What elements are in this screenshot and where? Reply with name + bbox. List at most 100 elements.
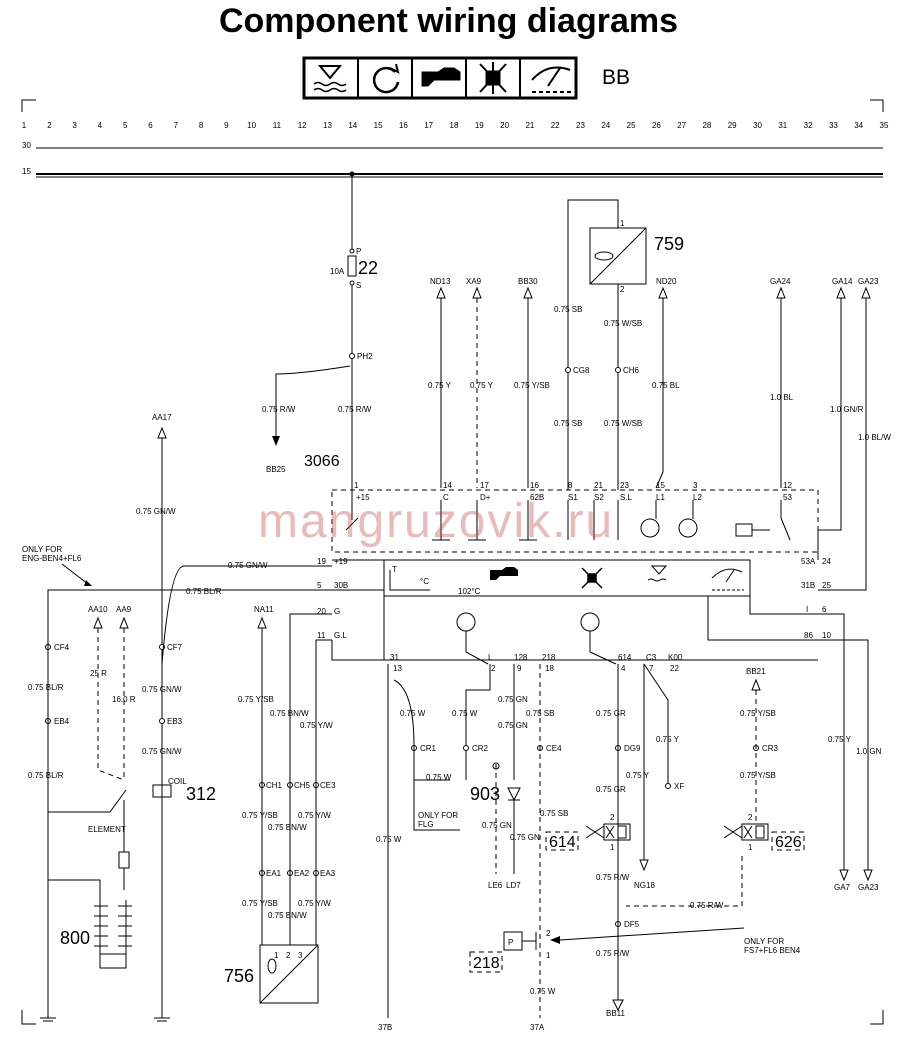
svg-text:0.75 SB: 0.75 SB bbox=[554, 305, 582, 314]
svg-text:218: 218 bbox=[473, 955, 500, 972]
svg-text:AA10: AA10 bbox=[88, 605, 108, 614]
svg-text:16: 16 bbox=[530, 481, 539, 490]
svg-text:0.75 Y: 0.75 Y bbox=[828, 735, 852, 744]
svg-text:G: G bbox=[334, 607, 340, 616]
svg-text:10A: 10A bbox=[330, 267, 345, 276]
svg-text:+15: +15 bbox=[356, 493, 370, 502]
svg-text:0.75 Y: 0.75 Y bbox=[626, 771, 650, 780]
svg-text:25: 25 bbox=[822, 581, 831, 590]
svg-text:0.75 W/SB: 0.75 W/SB bbox=[604, 419, 642, 428]
svg-text:2: 2 bbox=[286, 951, 291, 960]
svg-text:11: 11 bbox=[317, 631, 326, 640]
svg-text:0.75 BL: 0.75 BL bbox=[652, 381, 680, 390]
svg-text:19: 19 bbox=[317, 557, 326, 566]
grid-number: 2 bbox=[47, 121, 52, 130]
svg-text:5: 5 bbox=[317, 581, 322, 590]
grid-number: 15 bbox=[374, 121, 383, 130]
svg-text:53A: 53A bbox=[801, 557, 816, 566]
svg-text:0.75 SB: 0.75 SB bbox=[540, 809, 568, 818]
watermark: mangruzovik.ru bbox=[258, 495, 615, 548]
svg-text:CH5: CH5 bbox=[294, 781, 311, 790]
svg-text:12: 12 bbox=[783, 481, 792, 490]
svg-text:3: 3 bbox=[693, 481, 698, 490]
svg-text:CF4: CF4 bbox=[54, 643, 70, 652]
grid-number: 10 bbox=[247, 121, 256, 130]
control-module-3066: 1 +15 14 C 17 D+ 16 62B 8 S1 21 S2 23 S.… bbox=[317, 481, 831, 640]
svg-text:3: 3 bbox=[298, 951, 303, 960]
grid-number: 8 bbox=[199, 121, 204, 130]
relay-759: 1 2 759 bbox=[567, 199, 684, 368]
svg-text:0.75 Y/SB: 0.75 Y/SB bbox=[238, 695, 274, 704]
valve-614: 2 1 614 0.75 R/W bbox=[545, 813, 631, 882]
svg-text:626: 626 bbox=[775, 834, 802, 851]
svg-text:0.75 R/W: 0.75 R/W bbox=[338, 405, 372, 414]
wiper-fuel-gauge-icon bbox=[531, 66, 572, 93]
svg-text:0.75 W: 0.75 W bbox=[530, 987, 556, 996]
grid-number: 26 bbox=[652, 121, 661, 130]
grid-number: 35 bbox=[880, 121, 889, 130]
grid-number: 33 bbox=[829, 121, 838, 130]
svg-text:20: 20 bbox=[317, 607, 326, 616]
svg-text:XF: XF bbox=[674, 782, 684, 791]
svg-text:0.75 R/W: 0.75 R/W bbox=[596, 873, 630, 882]
svg-text:0.75 Y/SB: 0.75 Y/SB bbox=[242, 811, 278, 820]
grid-number: 13 bbox=[323, 121, 332, 130]
svg-text:31: 31 bbox=[390, 653, 399, 662]
svg-text:0.75 BN/W: 0.75 BN/W bbox=[268, 823, 307, 832]
svg-text:G.L: G.L bbox=[334, 631, 347, 640]
svg-text:0.75 BL/R: 0.75 BL/R bbox=[28, 771, 64, 780]
svg-text:0.75 Y/W: 0.75 Y/W bbox=[298, 899, 331, 908]
rail-15: 15 bbox=[22, 167, 883, 178]
svg-text:22: 22 bbox=[358, 258, 378, 278]
grid-number: 24 bbox=[601, 121, 610, 130]
svg-text:0.75 Y/SB: 0.75 Y/SB bbox=[740, 709, 776, 718]
svg-text:30B: 30B bbox=[334, 581, 348, 590]
svg-text:2: 2 bbox=[620, 285, 625, 294]
svg-text:128: 128 bbox=[514, 653, 528, 662]
svg-text:7: 7 bbox=[649, 664, 654, 673]
svg-text:C3: C3 bbox=[646, 653, 657, 662]
grid-number: 4 bbox=[98, 121, 103, 130]
svg-text:16.0 R: 16.0 R bbox=[112, 695, 136, 704]
svg-text:0.75 GN/W: 0.75 GN/W bbox=[228, 561, 268, 570]
svg-text:1.0 GN/R: 1.0 GN/R bbox=[830, 405, 864, 414]
svg-text:P: P bbox=[356, 247, 361, 256]
svg-text:0.75 R/W: 0.75 R/W bbox=[690, 901, 724, 910]
svg-text:I: I bbox=[806, 605, 808, 614]
svg-text:DG9: DG9 bbox=[624, 744, 641, 753]
svg-text:1: 1 bbox=[620, 219, 625, 228]
svg-text:1.0 BL: 1.0 BL bbox=[770, 393, 794, 402]
svg-text:0.75 GN: 0.75 GN bbox=[498, 695, 528, 704]
lower-harness: 31 13 37B 0.75 W 0.75 W CR1 0.75 W ONLY … bbox=[331, 596, 882, 1032]
svg-text:C: C bbox=[443, 493, 449, 502]
svg-text:903: 903 bbox=[470, 784, 500, 804]
svg-text:0.75 Y/W: 0.75 Y/W bbox=[300, 721, 333, 730]
svg-text:4: 4 bbox=[621, 664, 626, 673]
svg-text:GA7: GA7 bbox=[834, 883, 851, 892]
svg-text:13: 13 bbox=[393, 664, 402, 673]
svg-text:0.75 Y/W: 0.75 Y/W bbox=[298, 811, 331, 820]
fuse-22: P S 10A 22 bbox=[330, 171, 378, 354]
svg-text:1.0 BL/W: 1.0 BL/W bbox=[858, 433, 891, 442]
page-title: Component wiring diagrams bbox=[218, 2, 679, 40]
heater-800: 800 bbox=[48, 879, 132, 969]
oil-pressure-icon bbox=[490, 567, 518, 580]
svg-text:CR1: CR1 bbox=[420, 744, 437, 753]
svg-text:0.75 W: 0.75 W bbox=[452, 709, 478, 718]
svg-text:S1: S1 bbox=[568, 493, 578, 502]
svg-text:0.75 Y: 0.75 Y bbox=[428, 381, 452, 390]
svg-text:EA3: EA3 bbox=[320, 869, 336, 878]
svg-text:°C: °C bbox=[420, 577, 429, 586]
svg-text:BB11: BB11 bbox=[606, 1009, 626, 1018]
svg-text:EB3: EB3 bbox=[167, 717, 183, 726]
svg-text:8: 8 bbox=[568, 481, 573, 490]
connector-ph2: PH2 BB25 0.75 R/W 0.75 R/W 3066 bbox=[262, 352, 373, 490]
svg-text:DF5: DF5 bbox=[624, 920, 640, 929]
svg-text:0.75 BN/W: 0.75 BN/W bbox=[268, 911, 307, 920]
grid-number: 27 bbox=[677, 121, 686, 130]
svg-text:0.75 GN: 0.75 GN bbox=[482, 821, 512, 830]
svg-text:0.75 R/W: 0.75 R/W bbox=[596, 949, 630, 958]
svg-text:S: S bbox=[356, 281, 361, 290]
svg-text:31B: 31B bbox=[801, 581, 815, 590]
